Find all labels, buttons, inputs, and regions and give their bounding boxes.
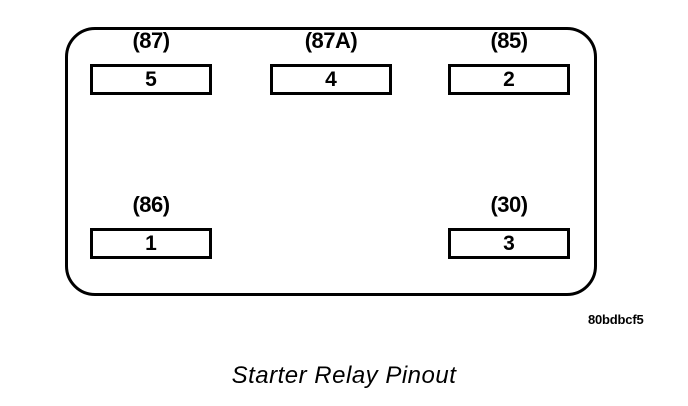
terminal-designation-87a: (87A)	[304, 28, 358, 53]
terminal-box-1: 1	[90, 228, 212, 259]
terminal-designation-87: (87)	[132, 28, 170, 53]
terminal-number-4: 4	[325, 68, 337, 91]
terminal-designation-30: (30)	[490, 192, 528, 217]
terminal-box-4: 4	[270, 64, 392, 95]
terminal-box-3: 3	[448, 228, 570, 259]
terminal-box-2: 2	[448, 64, 570, 95]
terminal-designation-85: (85)	[490, 28, 528, 53]
terminal-box-5: 5	[90, 64, 212, 95]
terminal-number-3: 3	[503, 232, 515, 255]
terminal-number-5: 5	[145, 68, 157, 91]
diagram-caption: Starter Relay Pinout	[231, 362, 457, 389]
terminal-designation-86: (86)	[132, 192, 170, 217]
terminal-number-2: 2	[503, 68, 515, 91]
reference-code: 80bdbcf5	[588, 312, 644, 327]
terminal-number-1: 1	[145, 232, 157, 255]
relay-body-outline	[65, 27, 597, 296]
